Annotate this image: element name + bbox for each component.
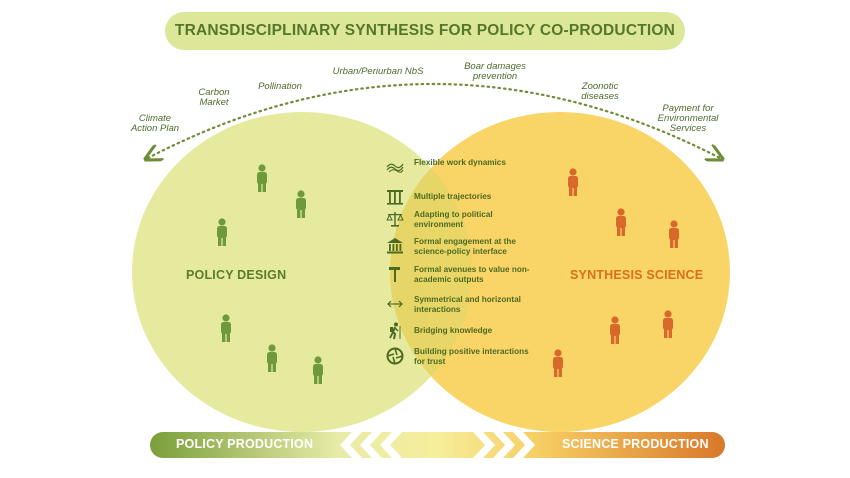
person-icon [669,220,679,248]
chevrons-left [340,432,402,458]
topic-label: Carbon Market [198,87,230,108]
list-item: Multiple trajectories [384,188,544,214]
policy-people [217,164,323,384]
wave-icon [386,163,404,173]
topic-label: Payment for Environmental Services [657,103,719,134]
columns-icon [387,190,403,205]
item-label: Symmetrical and horizontal interactions [414,295,521,314]
building-icon [387,238,403,254]
topic-label: Pollination [258,81,302,92]
item-label: Formal avenues to value non-academic out… [414,265,530,284]
production-bar [150,432,725,458]
policy-design-label: POLICY DESIGN [186,268,287,282]
synthesis-people [553,168,679,377]
person-icon [257,164,267,192]
synthesis-science-circle [390,112,730,432]
item-label: Bridging knowledge [414,326,493,335]
item-label: Multiple trajectories [414,192,492,201]
person-icon [221,314,231,342]
topic-label: Climate Action Plan [130,113,180,134]
person-icon [663,310,673,338]
synthesis-science-label: SYNTHESIS SCIENCE [570,268,704,282]
hiker-icon [389,322,401,340]
diagram-title: TRANSDISCIPLINARY SYNTHESIS FOR POLICY C… [174,22,676,39]
list-item: Symmetrical and horizontal interactions [384,295,544,321]
double-arrow-icon [387,300,403,308]
list-item: Building positive interactions for trust [384,347,544,373]
aperture-icon [386,347,404,365]
person-icon [296,190,306,218]
topics-arc [148,83,720,158]
list-item: Flexible work dynamics [384,158,544,184]
person-icon [616,208,626,236]
person-icon [313,356,323,384]
list-item: Bridging knowledge [384,322,544,348]
person-icon [610,316,620,344]
item-label: Formal engagement at the science-policy … [414,237,516,256]
list-item: Adapting to political environment [384,210,544,236]
person-icon [217,218,227,246]
item-label: Building positive interactions for trust [414,347,529,366]
person-icon [568,168,578,196]
scales-icon [386,212,404,227]
list-item: Formal engagement at the science-policy … [384,237,544,263]
item-label: Flexible work dynamics [414,158,506,167]
science-production-label: SCIENCE PRODUCTION [562,437,709,451]
topic-label: Boar damages prevention [464,61,526,82]
person-icon [553,349,563,377]
topic-label: Zoonotic diseases [581,81,619,102]
hammer-icon [389,267,400,282]
item-label: Adapting to political environment [414,210,493,229]
title-banner: TRANSDISCIPLINARY SYNTHESIS FOR POLICY C… [165,12,685,50]
topic-label: Urban/Periurban NbS [332,66,424,77]
policy-production-label: POLICY PRODUCTION [176,437,314,451]
chevrons-right [473,432,535,458]
person-icon [267,344,277,372]
list-item: Formal avenues to value non-academic out… [384,265,544,291]
